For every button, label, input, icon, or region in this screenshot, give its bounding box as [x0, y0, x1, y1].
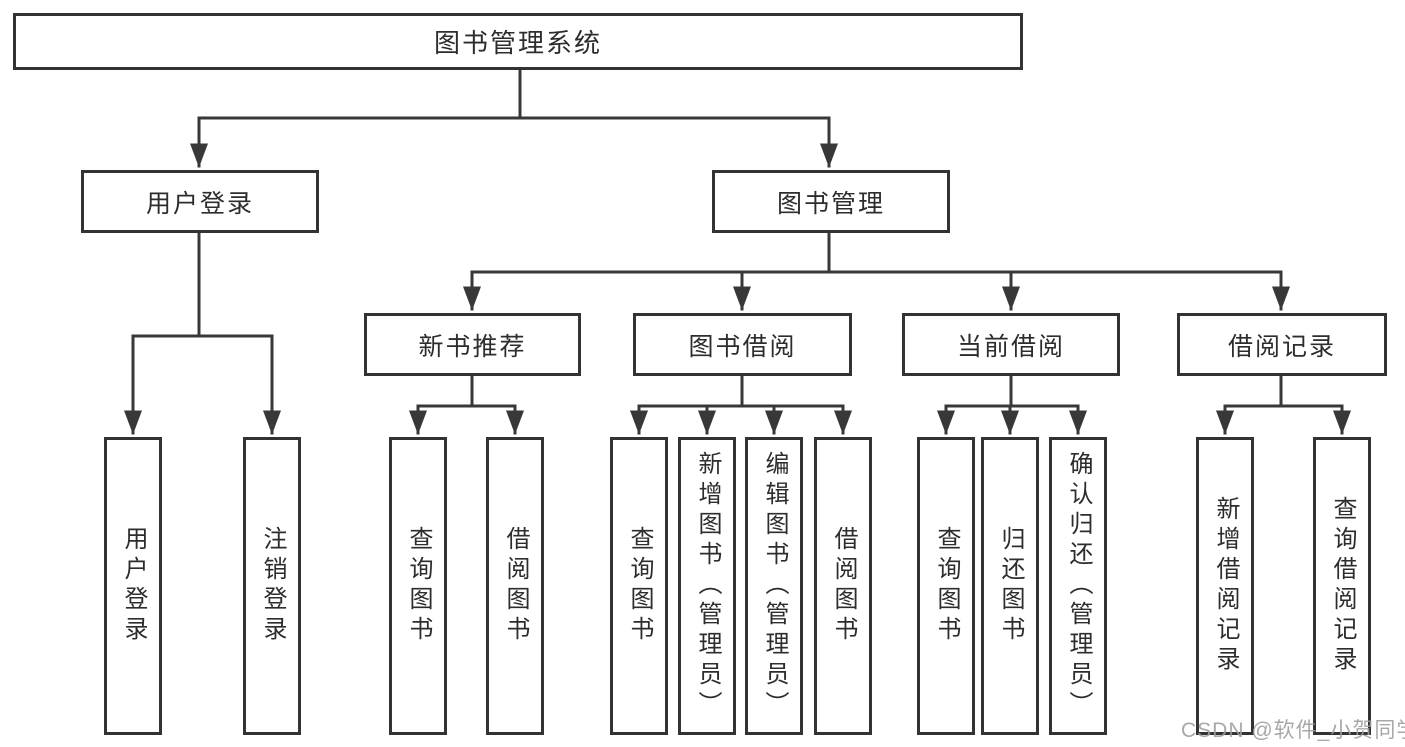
leaf-user-login: 用户登录	[104, 437, 162, 735]
leaf-borrow-add-books-admin: 新增图书（管理员）	[678, 437, 736, 735]
leaf-records-query-record: 查询借阅记录	[1313, 437, 1371, 735]
watermark-csdn: CSDN @软件_小贺同学	[1181, 719, 1405, 742]
leaf-recommend-borrow-books: 借阅图书	[486, 437, 544, 735]
leaf-logout: 注销登录	[243, 437, 301, 735]
leaf-current-query-books: 查询图书	[917, 437, 975, 735]
node-book-management: 图书管理	[712, 170, 950, 233]
leaf-current-confirm-return-admin: 确认归还（管理员）	[1049, 437, 1107, 735]
node-borrow-records: 借阅记录	[1177, 313, 1387, 376]
leaf-borrow-query-books: 查询图书	[610, 437, 668, 735]
leaf-records-add-record: 新增借阅记录	[1196, 437, 1254, 735]
node-current-borrow: 当前借阅	[902, 313, 1120, 376]
leaf-borrow-borrow-books: 借阅图书	[814, 437, 872, 735]
leaf-recommend-query-books: 查询图书	[389, 437, 447, 735]
node-new-book-recommend: 新书推荐	[364, 313, 581, 376]
leaf-borrow-edit-books-admin: 编辑图书（管理员）	[745, 437, 803, 735]
leaf-current-return-books: 归还图书	[981, 437, 1039, 735]
node-book-borrow: 图书借阅	[633, 313, 852, 376]
node-library-system: 图书管理系统	[13, 13, 1023, 70]
node-user-login: 用户登录	[81, 170, 319, 233]
